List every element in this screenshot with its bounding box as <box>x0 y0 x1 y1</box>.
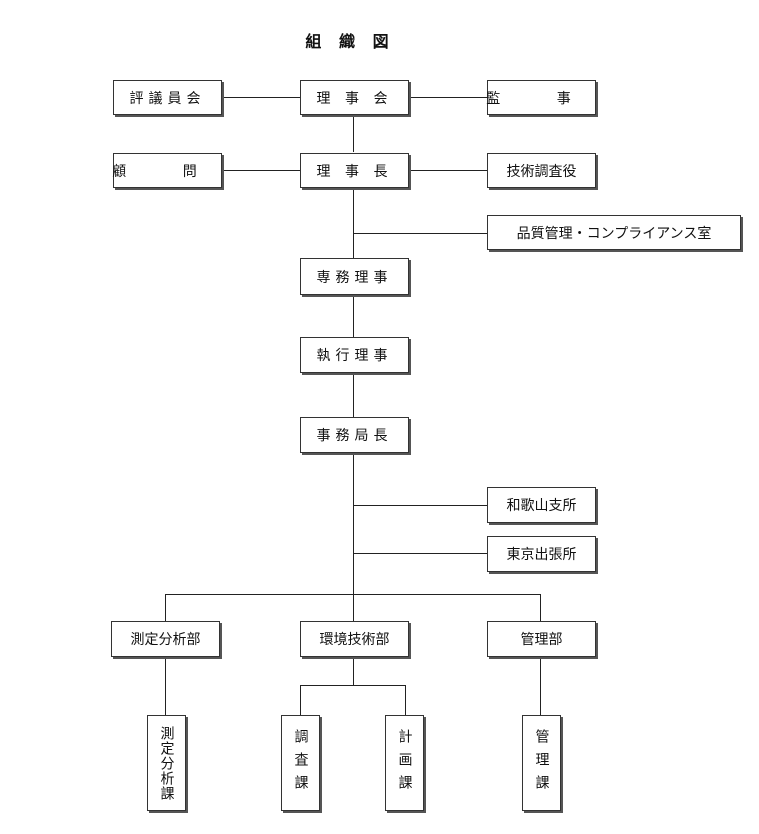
connector <box>353 594 354 621</box>
node-kanji: 監 事 <box>486 80 596 115</box>
connector <box>222 170 300 171</box>
connector <box>165 657 166 715</box>
node-gijutsu-chosayaku: 技術調査役 <box>487 153 596 188</box>
connector <box>353 115 354 152</box>
connector <box>409 97 487 98</box>
node-wakayama: 和歌山支所 <box>487 487 596 523</box>
node-rijikai: 理 事 会 <box>300 80 409 115</box>
node-senmu: 専務理事 <box>300 258 409 295</box>
connector <box>405 685 406 715</box>
connector <box>300 685 406 686</box>
node-sokutei-bu: 測定分析部 <box>111 621 220 657</box>
connector <box>353 295 354 338</box>
connector <box>540 657 541 715</box>
connector <box>409 170 487 171</box>
node-label: 管理課 <box>533 728 550 798</box>
connector <box>300 685 301 715</box>
node-label: 測定分析課 <box>158 725 175 801</box>
node-chosa-ka: 調査課 <box>281 715 320 811</box>
node-hyogiinkai: 評議員会 <box>113 80 222 115</box>
connector <box>353 188 354 258</box>
node-compliance: 品質管理・コンプライアンス室 <box>487 215 741 250</box>
connector <box>353 505 487 506</box>
connector <box>222 97 300 98</box>
node-tokyo: 東京出張所 <box>487 536 596 572</box>
node-sokutei-ka: 測定分析課 <box>147 715 186 811</box>
connector <box>540 594 541 621</box>
chart-title: 組 織 図 <box>305 32 395 51</box>
node-keikaku-ka: 計画課 <box>385 715 424 811</box>
node-komon: 顧 問 <box>112 153 222 188</box>
node-rijicho: 理 事 長 <box>300 153 409 188</box>
node-kanri-bu: 管理部 <box>487 621 596 657</box>
node-kankyo-bu: 環境技術部 <box>300 621 409 657</box>
connector <box>353 553 487 554</box>
node-label: 調査課 <box>292 728 309 798</box>
node-kanri-ka: 管理課 <box>522 715 561 811</box>
connector <box>353 657 354 685</box>
connector <box>353 453 354 594</box>
node-label: 計画課 <box>396 728 413 798</box>
connector <box>353 233 487 234</box>
node-jimukyokucho: 事務局長 <box>300 417 409 453</box>
connector <box>165 594 166 621</box>
connector <box>353 373 354 418</box>
node-shikko: 執行理事 <box>300 337 409 373</box>
